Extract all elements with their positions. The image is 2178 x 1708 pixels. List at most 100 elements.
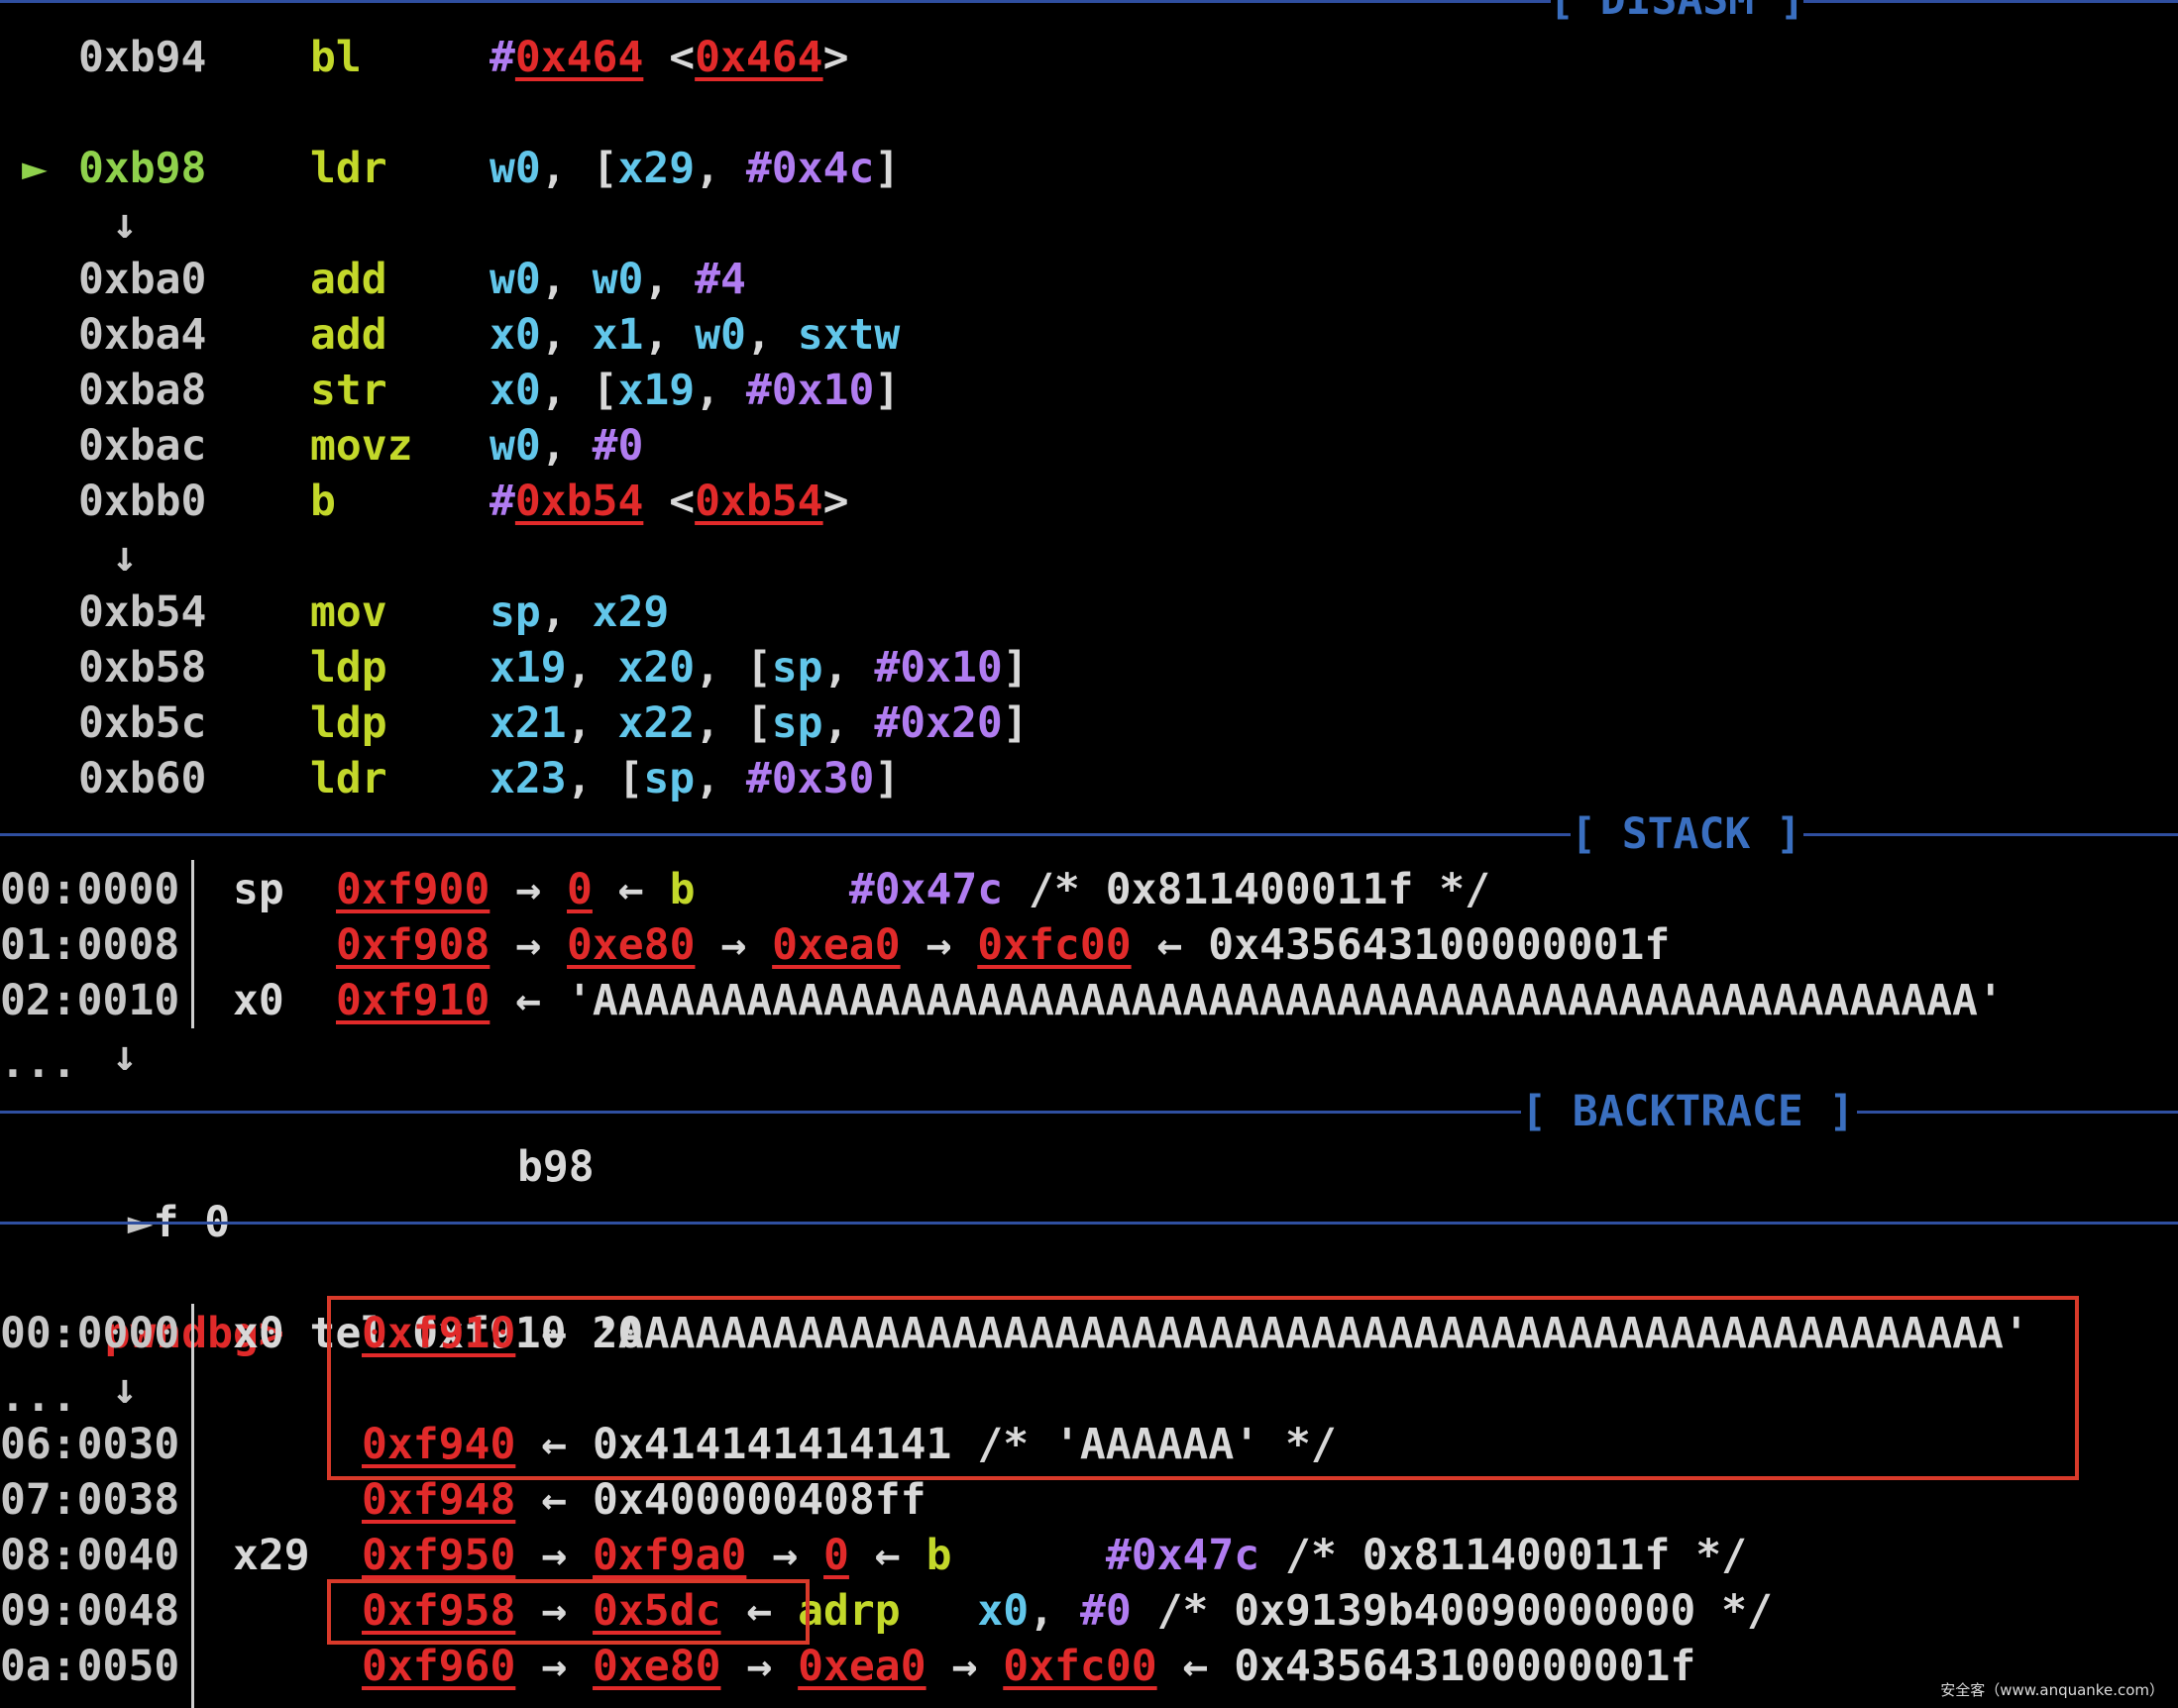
operand-token: [ <box>745 643 772 693</box>
chain-token: 0xfc00 <box>977 920 1132 970</box>
instruction-address: 0xb54 <box>78 587 207 637</box>
chain-token: 0xf910 <box>362 1309 516 1358</box>
telescope-ellipsis: ... <box>0 1372 77 1422</box>
telescope-value-chain: 0xf948 ← 0x400000408ff <box>362 1472 926 1528</box>
instruction-operands: x0, [x19, #0x10] <box>490 363 900 418</box>
instruction-operands: sp, x29 <box>490 585 669 640</box>
disasm-header: [ DISASM ] <box>1549 0 1805 25</box>
chain-token: , <box>1029 1586 1080 1636</box>
telescope-offset: 00:0000 <box>0 1309 180 1358</box>
stack-separator <box>191 860 194 1028</box>
operand-token: x29 <box>617 144 696 193</box>
operand-token: ] <box>874 144 901 193</box>
instruction-mnemonic: ldr <box>310 144 387 193</box>
stack-offset: 02:0010 <box>0 976 180 1025</box>
branch-gt: > <box>822 477 849 526</box>
operand-token: w0 <box>490 421 541 471</box>
flow-arrow-icon: ↓ <box>112 199 138 249</box>
operand-token: ] <box>1002 643 1029 693</box>
operand-token: sp <box>771 698 823 748</box>
chain-token: 0xf910 <box>336 976 490 1025</box>
pwndbg-prompt: pwndbg> <box>104 1309 284 1358</box>
chain-token: #0 <box>1079 1586 1132 1636</box>
instruction-address: 0xbb0 <box>78 477 207 526</box>
telescope-offset: 06:0030 <box>0 1420 180 1469</box>
chain-token: ← 0x414141414141 /* 'AAAAAA' */ <box>515 1420 1337 1469</box>
operand-token: x1 <box>592 310 644 360</box>
operand-token: #0x20 <box>874 698 1003 748</box>
operand-token: , <box>695 144 746 193</box>
instruction-mnemonic: movz <box>310 421 413 471</box>
operand-token: x23 <box>490 754 567 803</box>
chain-token <box>951 1531 1105 1580</box>
chain-token: 0xfc00 <box>1003 1642 1157 1691</box>
chain-token: → <box>490 865 568 914</box>
command-line[interactable]: pwndbg> tel 0xf910 20 <box>2 1250 644 1358</box>
instruction-address: 0xb94 <box>78 33 207 82</box>
telescope-value-chain: 0xf940 ← 0x414141414141 /* 'AAAAAA' */ <box>362 1417 1337 1472</box>
chain-token: 0xf958 <box>362 1586 516 1636</box>
backtrace-header: [ BACKTRACE ] <box>1521 1087 1855 1136</box>
operand-token: #0x10 <box>874 643 1003 693</box>
operand-token: w0 <box>490 144 541 193</box>
chain-token: 0xe80 <box>567 920 696 970</box>
operand-token: , <box>540 144 593 193</box>
disasm-rule-right <box>1803 0 2178 3</box>
command-text[interactable]: tel 0xf910 20 <box>283 1309 644 1358</box>
chain-token: 0xf948 <box>362 1475 516 1525</box>
chain-token: ← 'AAAAAAAAAAAAAAAAAAAAAAAAAAAAAAAAAAAAA… <box>515 1309 2029 1358</box>
operand-token: , <box>822 643 875 693</box>
stack-rule-right <box>1803 833 2178 836</box>
operand-token: , <box>540 587 593 637</box>
chain-token: ← <box>848 1531 926 1580</box>
chain-token: 0xf9a0 <box>593 1531 747 1580</box>
command-rule <box>0 1222 2178 1225</box>
chain-token: ← 0x400000408ff <box>515 1475 926 1525</box>
operand-token: , <box>540 310 593 360</box>
chain-token: → <box>515 1642 594 1691</box>
instruction-operands: w0, #0 <box>490 418 643 474</box>
operand-token: , <box>566 643 618 693</box>
operand-token: x20 <box>617 643 696 693</box>
instruction-mnemonic: ldp <box>310 698 387 748</box>
instruction-address: 0xba0 <box>78 255 207 304</box>
operand-token: w0 <box>592 255 644 304</box>
operand-token: sp <box>643 754 696 803</box>
chain-token: 0xf900 <box>336 865 490 914</box>
chain-token <box>695 865 848 914</box>
stack-offset: 00:0000 <box>0 865 180 914</box>
operand-token: , <box>643 255 696 304</box>
chain-token: → <box>746 1531 824 1580</box>
stack-offset: 01:0008 <box>0 920 180 970</box>
chain-token: /* 0x811400011f */ <box>1003 865 1491 914</box>
chain-token: ← 'AAAAAAAAAAAAAAAAAAAAAAAAAAAAAAAAAAAAA… <box>490 976 2004 1025</box>
operand-token: , <box>745 310 798 360</box>
branch-hash: # <box>490 477 515 526</box>
instruction-mnemonic: add <box>310 255 387 304</box>
instruction-operands: x21, x22, [sp, #0x20] <box>490 695 1029 751</box>
chain-token: x0 <box>977 1586 1030 1636</box>
telescope-offset: 0a:0050 <box>0 1642 180 1691</box>
operand-token: [ <box>745 698 772 748</box>
operand-token: #0x4c <box>745 144 875 193</box>
instruction-operands: #0xb54 <0xb54> <box>490 474 848 529</box>
operand-token: x19 <box>617 366 696 415</box>
branch-target-symbol: 0x464 <box>695 33 823 82</box>
operand-token: #0x10 <box>745 366 875 415</box>
instruction-operands: w0, [x29, #0x4c] <box>490 141 900 196</box>
chain-token: → <box>515 1586 594 1636</box>
chain-token: ← <box>592 865 670 914</box>
operand-token: ] <box>874 754 901 803</box>
chain-token: 0xe80 <box>593 1642 721 1691</box>
instruction-operands: x0, x1, w0, sxtw <box>490 307 900 363</box>
branch-lt: < <box>669 477 696 526</box>
telescope-value-chain: 0xf958 → 0x5dc ← adrp x0, #0 /* 0x9139b4… <box>362 1583 1773 1639</box>
instruction-operands: x19, x20, [sp, #0x10] <box>490 640 1029 695</box>
stack-register: x0 <box>233 976 284 1025</box>
operand-token: x29 <box>592 587 670 637</box>
stack-value-chain: 0xf900 → 0 ← b #0x47c /* 0x811400011f */ <box>336 862 1490 917</box>
instruction-mnemonic: ldp <box>310 643 387 693</box>
instruction-address: 0xb98 <box>78 144 207 193</box>
branch-target-address: 0xb54 <box>514 477 644 526</box>
operand-token: , <box>540 366 593 415</box>
